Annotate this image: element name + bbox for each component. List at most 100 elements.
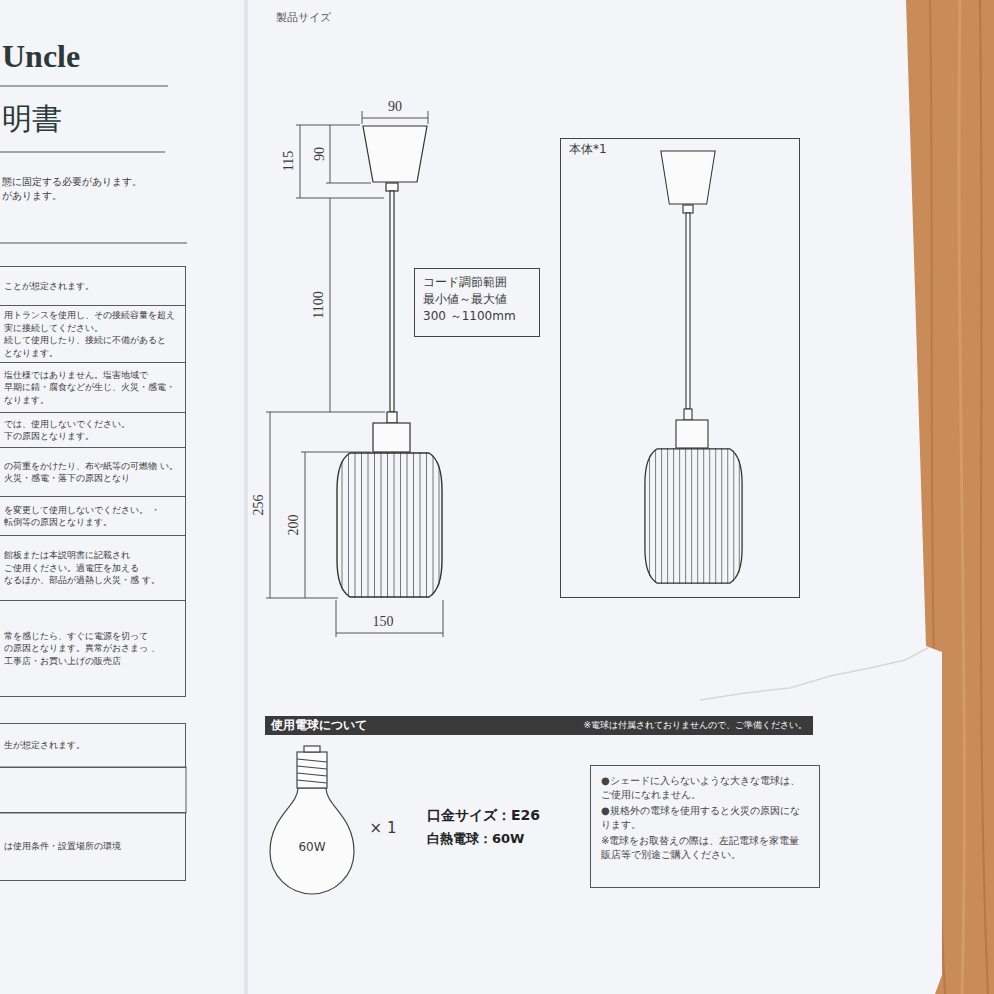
dimension-value: 256	[251, 495, 267, 516]
dimension-value: 90	[312, 147, 328, 161]
dimension-lines	[336, 633, 443, 634]
body-text: があります。	[2, 190, 62, 202]
table-cell: は使用条件・設置場所の環境	[0, 812, 186, 881]
dimension-lines	[428, 111, 429, 124]
bulb-quantity: × 1	[370, 820, 397, 837]
table-cell: ことが想定されます。	[0, 266, 186, 306]
dimension-lines	[270, 412, 271, 598]
note-item: ●規格外の電球を使用すると火災の原因になります。	[601, 804, 809, 832]
note-item: ※電球をお取替えの際は、左記電球を家電量販店等で別途ご購入ください。	[601, 834, 809, 862]
table-cell: 用トランスを使用し、その接続容量を超え 実に接続してください。 続して使用したり…	[0, 305, 186, 363]
dimension-lines	[362, 111, 363, 124]
dimension-value: 1100	[311, 291, 327, 318]
light-bulb-symbol	[270, 746, 354, 894]
cell-text: ことが想定されます。	[4, 280, 182, 293]
light-bulb-symbol	[270, 788, 354, 894]
band-heading: 使用電球について	[271, 717, 367, 734]
light-bulb-symbol	[297, 773, 327, 776]
table-cell: では、使用しないでください。 下の原因となります。	[0, 412, 186, 448]
callout-box: コード調節範囲最小値～最大値 300 ～1100mm	[414, 268, 540, 337]
dimension-lines	[362, 118, 428, 119]
page-fold	[244, 0, 248, 994]
dimension-lines	[443, 600, 444, 637]
light-bulb-symbol	[304, 746, 320, 752]
dimension-lines	[305, 452, 306, 598]
light-bulb-symbol	[297, 780, 327, 783]
header-rules	[0, 86, 168, 87]
header-rules	[0, 243, 187, 244]
bulb-wattage: 60W	[298, 841, 325, 855]
cell-text: では、使用しないでください。 下の原因となります。	[4, 418, 182, 443]
body-text: 態に固定する必要があります。	[2, 176, 142, 188]
pendant-lamp-small	[661, 151, 715, 204]
dimension-lines	[300, 125, 301, 198]
dimension-lines	[266, 598, 338, 599]
dimension-value: 115	[281, 151, 297, 171]
dimension-lines	[296, 198, 384, 199]
dimension-value: 200	[286, 515, 302, 536]
dimension-value: 150	[373, 614, 394, 630]
pendant-lamp-small	[676, 420, 708, 448]
brand-name: Uncle	[2, 38, 80, 75]
pendant-lamp-small	[683, 205, 693, 213]
pendant-lamp-drawing	[390, 191, 394, 412]
spec-text: 白熱電球：60W	[427, 832, 524, 847]
pendant-lamp-drawing	[337, 452, 442, 598]
cell-text: 常を感じたら、すぐに電源を切って の原因となります。異常がおさまっ 、工事店・お…	[4, 630, 182, 668]
section-band: 使用電球について ※電球は付属されておりませんので、ご準備ください。	[265, 716, 813, 735]
dimension-lines	[330, 198, 331, 412]
table-cell: を変更して使用しないでください。 ・転倒等の原因となります。	[0, 496, 186, 536]
cell-text: 館板または本説明書に記載され ご使用ください。過電圧を加える なるほか、部品が過…	[4, 549, 182, 587]
header-rules	[0, 152, 165, 153]
dimension-lines	[336, 600, 337, 637]
pendant-lamp-drawing	[386, 183, 398, 191]
note-box: ●シェードに入らないような大きな電球は、ご使用になれません。●規格外の電球を使用…	[590, 765, 820, 888]
dimension-lines	[326, 183, 371, 184]
band-note: ※電球は付属されておりませんので、ご準備ください。	[583, 719, 807, 732]
pendant-lamp-drawing	[373, 423, 410, 452]
callout-value: 最小値～最大値 300 ～1100mm	[423, 291, 519, 325]
pendant-lamp-small	[645, 448, 742, 584]
pendant-lamp-small	[686, 213, 690, 409]
dimension-value: 90	[388, 99, 402, 115]
light-bulb-symbol	[297, 766, 327, 769]
dimension-lines	[266, 111, 443, 637]
blank-table-row	[0, 767, 186, 813]
pendant-lamp-small	[645, 151, 742, 584]
pendant-lamp-drawing	[387, 412, 397, 423]
wood-table	[980, 0, 988, 994]
dimension-lines	[301, 452, 371, 453]
spec-text: 口金サイズ：E26	[427, 807, 540, 823]
table-cell: 生が想定されます。	[0, 723, 186, 768]
dimension-lines	[296, 125, 360, 126]
section-heading: 製品サイズ	[276, 12, 331, 25]
callout-heading: コード調節範囲	[423, 274, 531, 291]
paper-sheet	[0, 0, 942, 994]
table-cell: 館板または本説明書に記載され ご使用ください。過電圧を加える なるほか、部品が過…	[0, 535, 186, 601]
dimension-lines	[330, 125, 331, 183]
cell-text: 用トランスを使用し、その接続容量を超え 実に接続してください。 続して使用したり…	[4, 309, 182, 359]
note-item: ●シェードに入らないような大きな電球は、ご使用になれません。	[601, 774, 809, 802]
pendant-lamp-drawing	[363, 126, 427, 182]
table-cell: 塩仕様ではありません。塩害地域で 早期に錆・腐食などが生じ、火災・感電・ なりま…	[0, 362, 186, 413]
product-frame: 本体*1	[560, 138, 800, 598]
frame-label: 本体*1	[569, 141, 791, 158]
cell-text: 塩仕様ではありません。塩害地域で 早期に錆・腐食などが生じ、火災・感電・ なりま…	[4, 369, 182, 407]
cell-text: は使用条件・設置場所の環境	[4, 840, 182, 853]
paper-tear	[700, 648, 928, 700]
cell-text: 生が想定されます。	[4, 739, 182, 752]
table-cell: 常を感じたら、すぐに電源を切って の原因となります。異常がおさまっ 、工事店・お…	[0, 600, 186, 697]
table-cell: の荷重をかけたり、布や紙等の可燃物 い。火災・感電・落下の原因となり	[0, 447, 186, 497]
header-rules	[0, 86, 187, 243]
dimension-lines	[266, 412, 385, 413]
pendant-lamp-small	[684, 409, 692, 420]
wood-table	[959, 0, 964, 994]
manual-title: 明書	[2, 102, 62, 137]
light-bulb-symbol	[297, 759, 327, 762]
cell-text: の荷重をかけたり、布や紙等の可燃物 い。火災・感電・落下の原因となり	[4, 460, 182, 485]
light-bulb-symbol	[297, 752, 327, 788]
cell-text: を変更して使用しないでください。 ・転倒等の原因となります。	[4, 504, 182, 529]
